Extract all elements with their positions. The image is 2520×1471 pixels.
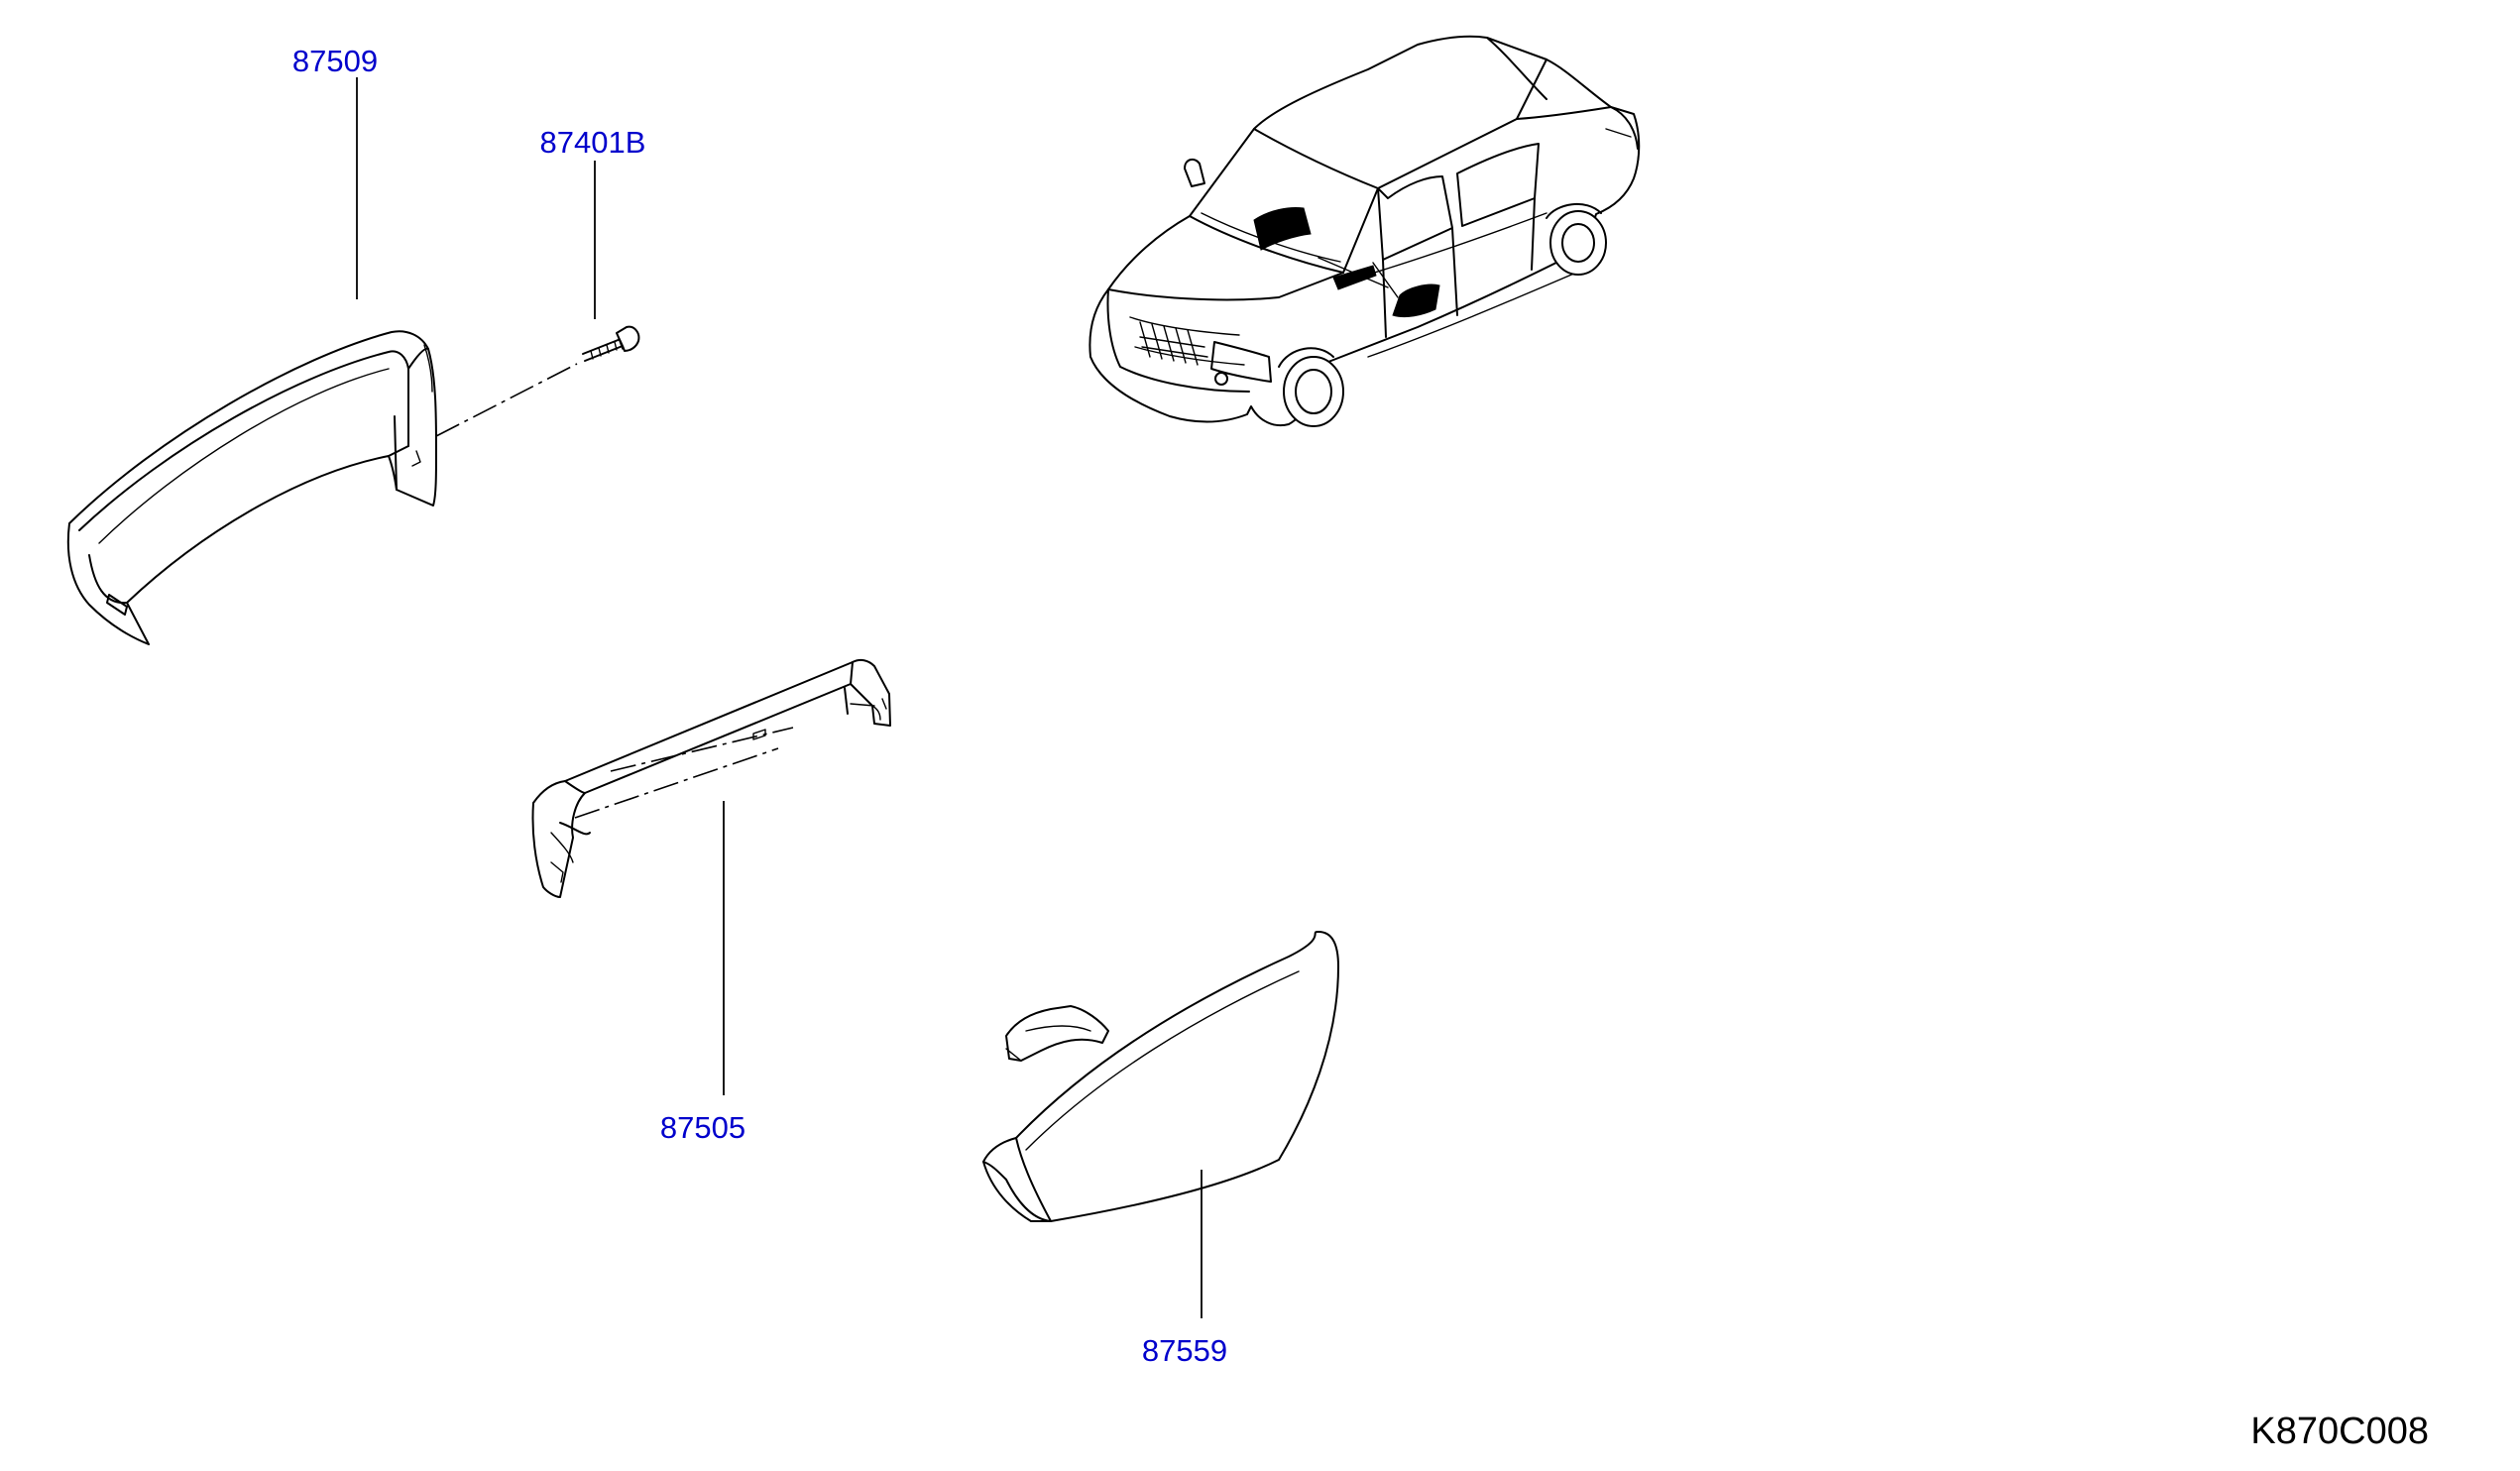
- diagram-reference-code: K870C008: [2250, 1411, 2429, 1452]
- vehicle-overview-illustration: [1088, 35, 1641, 427]
- callout-87505[interactable]: 87505: [660, 1110, 745, 1145]
- callout-87509[interactable]: 87509: [292, 44, 378, 78]
- part-87509-back-cover[interactable]: [66, 330, 437, 645]
- assembly-line-bracket-upper: [610, 727, 794, 772]
- part-87559-cushion[interactable]: [982, 931, 1339, 1222]
- assembly-line-bracket-lower: [574, 747, 779, 819]
- assembly-line-screw: [435, 363, 578, 437]
- callout-87559[interactable]: 87559: [1142, 1333, 1227, 1368]
- part-87401B-screw[interactable]: [582, 325, 640, 362]
- callout-87401B[interactable]: 87401B: [540, 125, 646, 160]
- part-87505-bracket[interactable]: [531, 658, 891, 898]
